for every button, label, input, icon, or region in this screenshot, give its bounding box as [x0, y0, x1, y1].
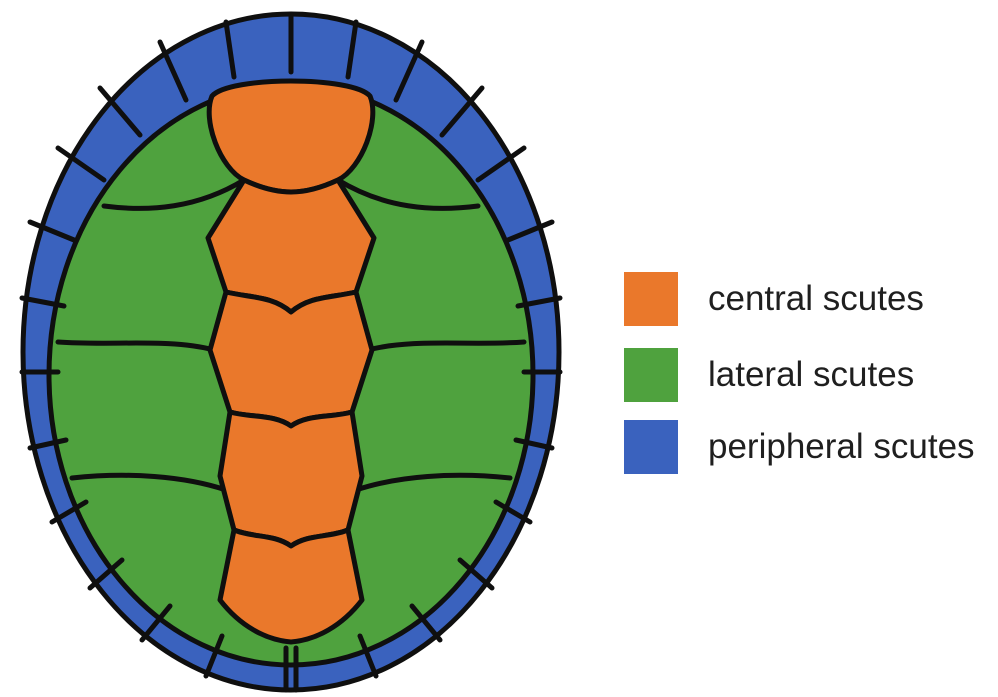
central-scute-1 [209, 81, 373, 192]
central-scute-4 [220, 412, 362, 546]
legend-label-central: central scutes [708, 279, 924, 319]
legend-label-peripheral: peripheral scutes [708, 427, 975, 467]
legend-item-central: central scutes [624, 272, 975, 326]
lateral-swatch [624, 348, 678, 402]
legend-label-lateral: lateral scutes [708, 355, 914, 395]
central-swatch [624, 272, 678, 326]
legend-item-peripheral: peripheral scutes [624, 420, 975, 474]
central-scute-3 [210, 292, 372, 426]
peripheral-swatch [624, 420, 678, 474]
central-scutes [208, 81, 374, 642]
legend-item-lateral: lateral scutes [624, 348, 975, 402]
legend: central scutes lateral scutes peripheral… [624, 272, 975, 496]
